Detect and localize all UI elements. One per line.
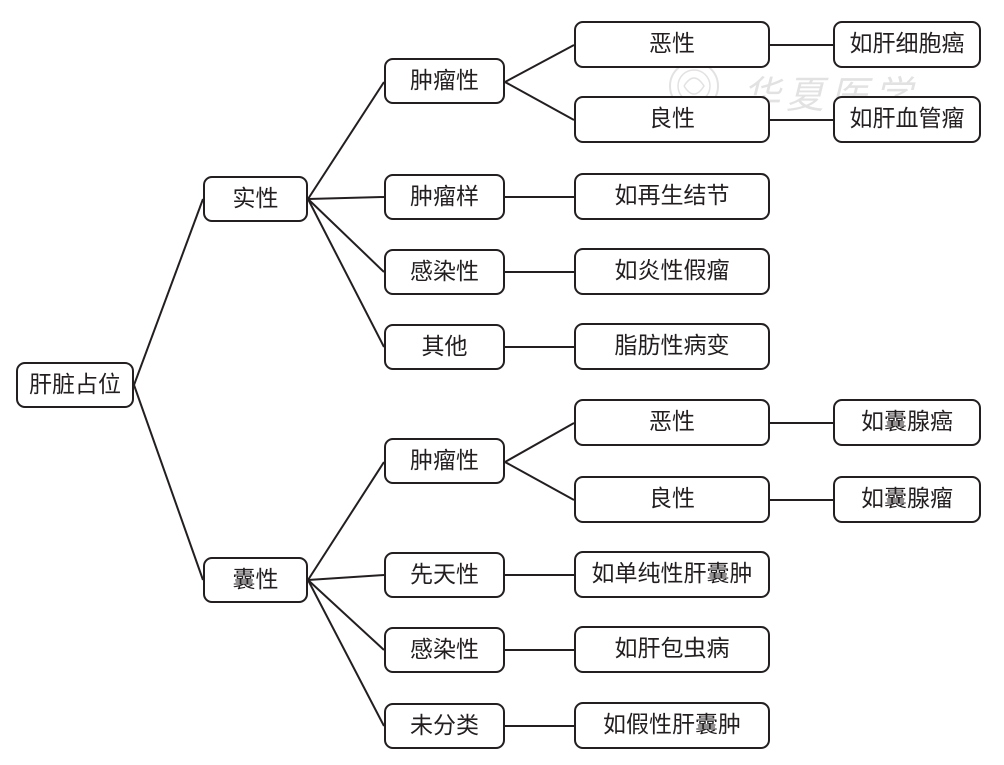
link-cystic-tumor-malignant [504, 422, 575, 463]
link-solid-tumor [307, 81, 385, 200]
link-cystic-congenital [307, 574, 385, 581]
solid-other-label: 其他 [421, 333, 468, 360]
link-solid-tumor-benign [504, 81, 575, 121]
solid-other-node: 其他 [384, 324, 505, 370]
category-cystic: 囊性 [203, 557, 308, 603]
cystic-unclassified-label: 未分类 [410, 712, 479, 739]
category-solid: 实性 [203, 176, 308, 222]
solid-benign-example-label: 如肝血管瘤 [849, 106, 965, 132]
cystic-infectious-example: 如肝包虫病 [574, 626, 770, 673]
solid-infectious-node: 感染性 [384, 249, 505, 295]
link-cystic-unclassified [307, 579, 385, 727]
cystic-unclassified-example: 如假性肝囊肿 [574, 702, 770, 749]
category-cystic-label: 囊性 [232, 566, 279, 593]
solid-infectious-label: 感染性 [410, 258, 479, 285]
link-cystic-infectious [307, 579, 385, 651]
link-solid-tumor-malignant [504, 44, 575, 83]
solid-other-example: 脂肪性病变 [574, 323, 770, 370]
cystic-malignant-example: 如囊腺癌 [833, 399, 981, 446]
root-node: 肝脏占位 [16, 362, 134, 408]
solid-tumorlike-example: 如再生结节 [574, 173, 770, 220]
cystic-congenital-node: 先天性 [384, 552, 505, 598]
solid-other-example-label: 脂肪性病变 [614, 333, 730, 359]
cystic-tumor-node: 肿瘤性 [384, 438, 505, 484]
solid-benign-node: 良性 [574, 96, 770, 143]
cystic-benign-label: 良性 [649, 486, 695, 512]
link-cystic-tumor [307, 461, 385, 581]
solid-infectious-example-label: 如炎性假瘤 [614, 258, 730, 284]
cystic-tumor-label: 肿瘤性 [410, 447, 479, 474]
solid-malignant-example: 如肝细胞癌 [833, 21, 981, 68]
cystic-unclassified-example-label: 如假性肝囊肿 [603, 712, 741, 738]
cystic-congenital-example: 如单纯性肝囊肿 [574, 551, 770, 598]
cystic-malignant-example-label: 如囊腺癌 [861, 409, 953, 435]
link-root-cystic [133, 384, 204, 581]
link-cystic-tumor-benign [504, 461, 575, 501]
solid-malignant-example-label: 如肝细胞癌 [849, 31, 965, 57]
cystic-infectious-example-label: 如肝包虫病 [614, 636, 730, 662]
link-solid-tumorlike [307, 196, 385, 200]
solid-malignant-node: 恶性 [574, 21, 770, 68]
solid-tumor-label: 肿瘤性 [410, 67, 479, 94]
cystic-malignant-label: 恶性 [649, 409, 695, 435]
category-solid-label: 实性 [232, 185, 279, 212]
solid-malignant-label: 恶性 [649, 31, 695, 57]
cystic-benign-example: 如囊腺瘤 [833, 476, 981, 523]
cystic-benign-node: 良性 [574, 476, 770, 523]
cystic-benign-example-label: 如囊腺瘤 [861, 486, 953, 512]
cystic-infectious-label: 感染性 [410, 636, 479, 663]
link-solid-other [307, 198, 385, 348]
solid-infectious-example: 如炎性假瘤 [574, 248, 770, 295]
link-solid-infectious [307, 198, 385, 273]
root-label: 肝脏占位 [29, 371, 121, 398]
cystic-congenital-label: 先天性 [410, 561, 479, 588]
cystic-unclassified-node: 未分类 [384, 703, 505, 749]
cystic-congenital-example-label: 如单纯性肝囊肿 [591, 561, 753, 587]
solid-benign-label: 良性 [649, 106, 695, 132]
solid-tumor-node: 肿瘤性 [384, 58, 505, 104]
solid-tumorlike-label: 肿瘤样 [410, 183, 479, 210]
solid-tumorlike-node: 肿瘤样 [384, 174, 505, 220]
link-root-solid [133, 198, 204, 386]
cystic-malignant-node: 恶性 [574, 399, 770, 446]
solid-tumorlike-example-label: 如再生结节 [614, 183, 730, 209]
solid-benign-example: 如肝血管瘤 [833, 96, 981, 143]
cystic-infectious-node: 感染性 [384, 627, 505, 673]
